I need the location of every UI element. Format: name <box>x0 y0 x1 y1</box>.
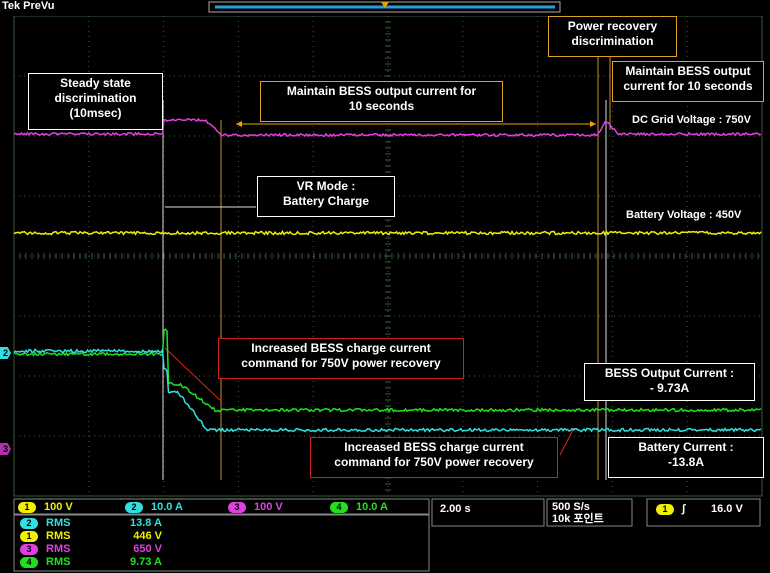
note-power-recovery: Power recovery discrimination <box>548 16 677 57</box>
ch3-badge: 3 <box>228 502 246 513</box>
note-maintain-output-2: Maintain BESS output current for 10 seco… <box>612 61 764 102</box>
ch3-scale[interactable]: 3100 V <box>228 501 283 514</box>
measurement-row: 4 RMS9.73 A <box>20 556 162 569</box>
measurement-channel-badge: 2 <box>20 518 38 529</box>
trigger-readout[interactable]: 1∫16.0 V <box>656 503 743 516</box>
note-steady-state: Steady state discrimination (10msec) <box>28 73 163 130</box>
status-bar: 1100 V 210.0 A 3100 V 410.0 A 2.00 s 500… <box>0 497 770 573</box>
record-length: 10k 포인트 <box>552 513 604 526</box>
arrow-head <box>590 121 596 127</box>
measurement-label: RMS <box>46 543 102 556</box>
measurement-label: RMS <box>46 530 102 543</box>
note-bess-output-current: BESS Output Current : - 9.73A <box>584 363 755 401</box>
measurement-row: 3 RMS650 V <box>20 543 162 556</box>
measurement-label: RMS <box>46 517 102 530</box>
top-bar: TekPreVu <box>0 0 770 16</box>
record-position-bar[interactable] <box>0 0 770 16</box>
measurement-value: 13.8 A <box>102 517 162 530</box>
timebase[interactable]: 2.00 s <box>440 503 471 516</box>
measurement-channel-badge: 1 <box>20 531 38 542</box>
ch1-badge: 1 <box>18 502 36 513</box>
ch2-badge: 2 <box>125 502 143 513</box>
note-battery-current: Battery Current : -13.8A <box>608 437 764 478</box>
measurement-value: 446 V <box>102 530 162 543</box>
note-vr-mode: VR Mode : Battery Charge <box>257 176 395 217</box>
ch2-scale[interactable]: 210.0 A <box>125 501 183 514</box>
measurement-channel-badge: 4 <box>20 557 38 568</box>
measurement-row: 2 RMS13.8 A <box>20 517 162 530</box>
label-battery-voltage: Battery Voltage : 450V <box>626 208 741 223</box>
ch1-scale[interactable]: 1100 V <box>18 501 73 514</box>
increase-pointer <box>560 428 574 455</box>
ch4-scale[interactable]: 410.0 A <box>330 501 388 514</box>
measurement-value: 9.73 A <box>102 556 162 569</box>
trigger-source-badge: 1 <box>656 504 674 515</box>
arrow-head <box>236 121 242 127</box>
note-increased-charge-2: Increased BESS charge current command fo… <box>310 437 558 478</box>
note-maintain-output-1: Maintain BESS output current for 10 seco… <box>260 81 503 122</box>
rising-edge-icon: ∫ <box>682 503 685 515</box>
label-dc-grid-voltage: DC Grid Voltage : 750V <box>632 113 751 128</box>
ch4-badge: 4 <box>330 502 348 513</box>
measurement-value: 650 V <box>102 543 162 556</box>
note-increased-charge-1: Increased BESS charge current command fo… <box>218 338 464 379</box>
measurement-channel-badge: 3 <box>20 544 38 555</box>
measurement-row: 1 RMS446 V <box>20 530 162 543</box>
measurement-label: RMS <box>46 556 102 569</box>
